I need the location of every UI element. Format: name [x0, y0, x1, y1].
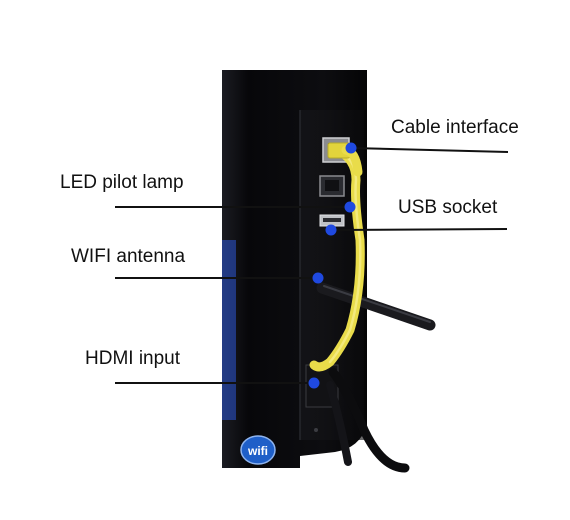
marker-dot-hdmi-input — [308, 377, 320, 389]
leader-line-cable-interface — [350, 147, 509, 153]
label-cable-interface: Cable interface — [391, 117, 519, 138]
side-edge-reflection — [222, 240, 236, 420]
tv-box-body — [222, 70, 367, 468]
marker-dot-led-pilot-lamp — [344, 201, 356, 213]
label-hdmi-input: HDMI input — [85, 348, 181, 369]
label-usb-socket: USB socket — [398, 197, 498, 218]
marker-dot-cable-interface — [345, 142, 357, 154]
label-led-pilot-lamp: LED pilot lamp — [60, 172, 184, 193]
wifi-antenna — [316, 282, 436, 331]
label-wifi-antenna: WIFI antenna — [71, 246, 186, 267]
leader-line-usb-socket — [330, 228, 508, 231]
usb-socket — [319, 214, 345, 227]
marker-dot-usb-socket — [325, 224, 337, 236]
marker-dot-wifi-antenna — [312, 272, 324, 284]
ethernet-port — [319, 175, 345, 197]
hdmi-cable — [326, 367, 410, 473]
wifi-badge-text: wifi — [247, 444, 268, 458]
leader-lines — [115, 147, 509, 384]
wifi-badge: wifi — [240, 435, 276, 465]
reset-hole — [314, 428, 318, 432]
marker-dots — [308, 142, 357, 389]
